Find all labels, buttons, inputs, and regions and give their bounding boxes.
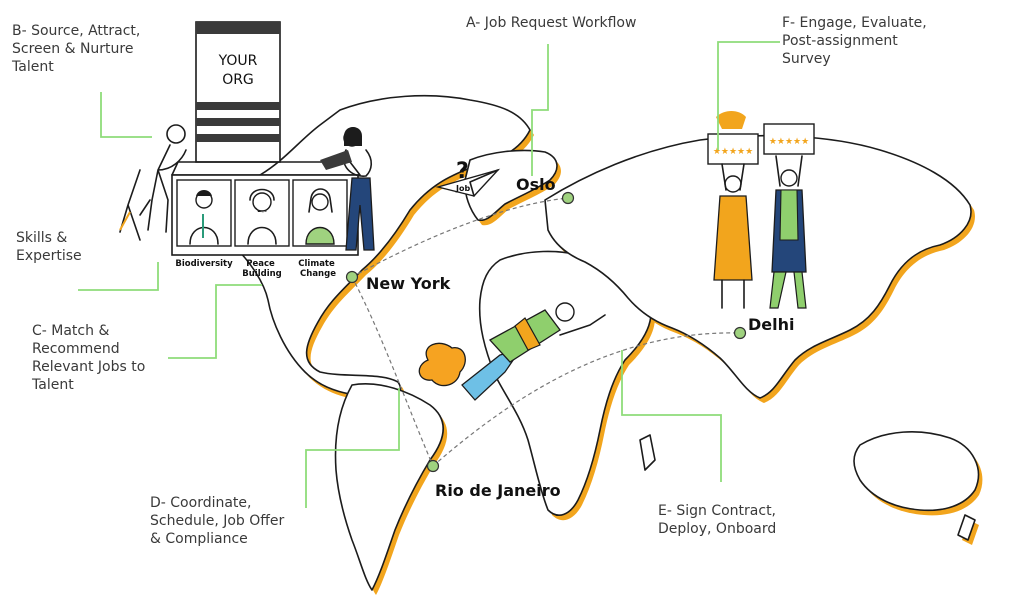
recruiter-figure — [320, 127, 375, 251]
greenland — [464, 149, 558, 222]
step-d-label: D- Coordinate, Schedule, Job Offer & Com… — [150, 495, 285, 547]
card-label-peace-building: Peace Building — [242, 259, 282, 279]
svg-text:★★★★★: ★★★★★ — [769, 137, 809, 147]
australia — [853, 431, 980, 512]
talent-scout-figure — [119, 124, 187, 241]
step-b-label: B- Source, Attract, Screen & Nurture Tal… — [12, 23, 141, 75]
routes — [351, 197, 741, 467]
org-label-line2: ORG — [222, 72, 254, 88]
city-rio: Rio de Janeiro — [435, 481, 561, 500]
skills-expertise-label: Skills & Expertise — [16, 230, 82, 264]
city-markers: Oslo New York Delhi Rio de Janeiro — [345, 175, 795, 500]
svg-text:★★★★★: ★★★★★ — [713, 147, 753, 157]
step-connectors — [78, 41, 780, 508]
pin-oslo — [561, 191, 575, 205]
job-paper-plane: ? Job — [435, 159, 501, 197]
rating-figures: ★★★★★ ★★★★★ — [707, 123, 815, 309]
talent-cards: Biodiversity Peace Building Climate Chan… — [175, 179, 348, 279]
step-f-label: F- Engage, Evaluate, Post-assignment Sur… — [782, 15, 927, 67]
city-oslo: Oslo — [516, 175, 556, 194]
flying-talent-figure — [418, 302, 606, 401]
city-delhi: Delhi — [748, 315, 795, 334]
org-label-line1: YOUR — [218, 53, 258, 69]
step-a-label: A- Job Request Workflow — [466, 15, 637, 31]
card-label-climate-change: Climate Change — [298, 259, 337, 279]
job-question-mark: ? — [456, 159, 469, 184]
map-land — [198, 94, 980, 591]
new-zealand — [957, 514, 976, 541]
pin-delhi — [733, 326, 747, 340]
card-label-peace-building-text: Peace — [246, 259, 275, 269]
job-plane-label: Job — [455, 184, 470, 193]
step-e-label: E- Sign Contract, Deploy, Onboard — [658, 503, 777, 537]
card-label-climate-change-text: Climate — [298, 259, 335, 269]
pin-rio — [426, 459, 440, 473]
pin-new-york — [345, 270, 359, 284]
card-label-biodiversity: Biodiversity — [175, 259, 233, 269]
south-america — [334, 383, 444, 591]
step-c-label: C- Match & Recommend Relevant Jobs to Ta… — [32, 323, 146, 393]
city-new-york: New York — [366, 274, 451, 293]
madagascar — [639, 434, 656, 471]
